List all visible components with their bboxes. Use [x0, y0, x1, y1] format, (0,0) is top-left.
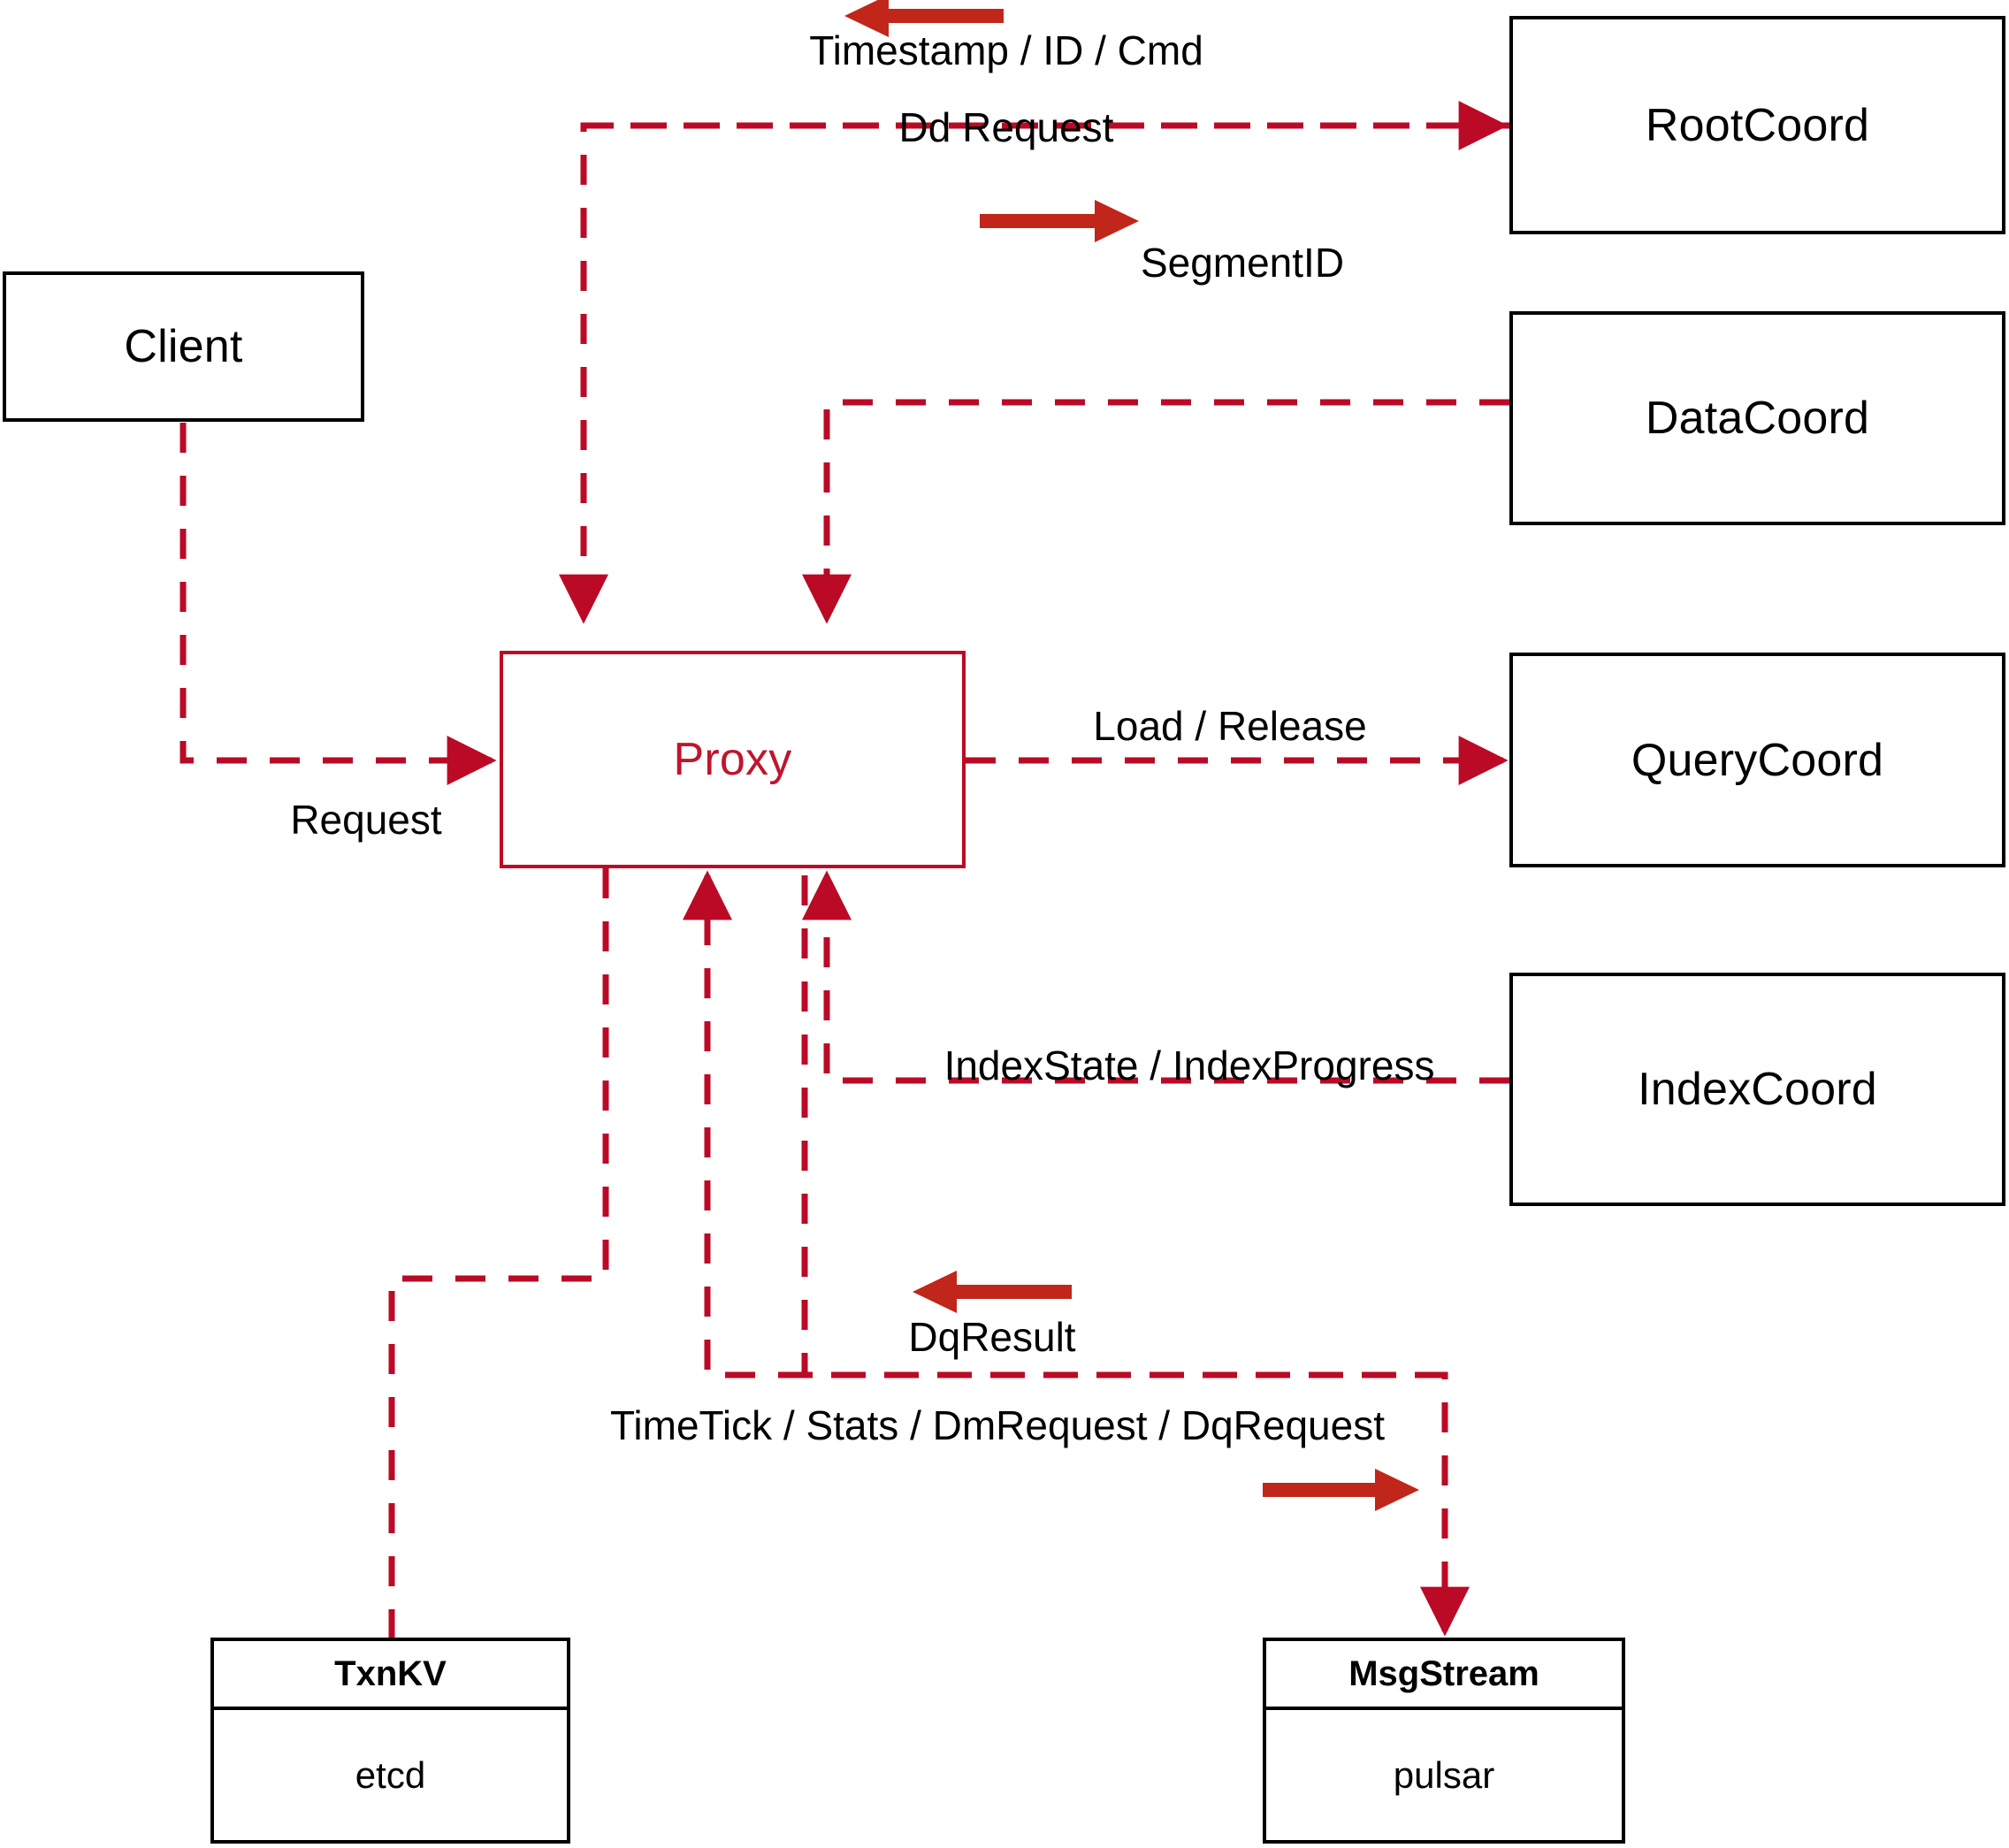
node-query-coord-label: QueryCoord: [1631, 734, 1884, 786]
store-txnkv-title: TxnKV: [214, 1641, 567, 1710]
store-msgstream[interactable]: MsgStream pulsar: [1263, 1638, 1625, 1844]
node-index-coord-label: IndexCoord: [1638, 1064, 1877, 1115]
edge-proxy-txnkv: [388, 868, 609, 1638]
node-root-coord[interactable]: RootCoord: [1509, 16, 2005, 234]
edge-timestamp-id-cmd: [559, 122, 1509, 624]
store-msgstream-title: MsgStream: [1266, 1641, 1622, 1710]
arrow-indicator-dq-result: [913, 1271, 1072, 1313]
node-data-coord[interactable]: DataCoord: [1509, 311, 2005, 525]
edge-timetick-stats: [801, 875, 1470, 1637]
node-data-coord-label: DataCoord: [1645, 393, 1870, 444]
edge-label-dq-result: DqResult: [908, 1314, 1076, 1360]
arrow-indicator-timestamp: [844, 0, 1004, 37]
store-txnkv[interactable]: TxnKV etcd: [210, 1638, 570, 1844]
node-client-label: Client: [124, 321, 243, 372]
node-query-coord[interactable]: QueryCoord: [1509, 653, 2005, 867]
arrow-indicator-dd-request: [980, 200, 1139, 242]
node-proxy-label: Proxy: [673, 734, 792, 785]
edge-label-timestamp-id-cmd: Timestamp / ID / Cmd: [809, 27, 1203, 73]
edge-label-request: Request: [290, 797, 442, 843]
node-root-coord-label: RootCoord: [1645, 99, 1870, 151]
edge-label-dd-request: Dd Request: [898, 104, 1114, 150]
node-index-coord[interactable]: IndexCoord: [1509, 973, 2005, 1206]
edge-dq-result: [683, 870, 1445, 1378]
edge-label-index-state-progress: IndexState / IndexProgress: [943, 1042, 1435, 1088]
store-msgstream-impl: pulsar: [1393, 1753, 1495, 1796]
direction-indicators: [844, 0, 1419, 1511]
edge-index-state-progress: [802, 870, 1509, 1084]
edge-label-timetick-stats: TimeTick / Stats / DmRequest / DqRequest: [610, 1402, 1385, 1448]
edge-label-load-release: Load / Release: [1093, 703, 1367, 749]
node-proxy[interactable]: Proxy: [500, 651, 966, 868]
arrow-indicator-timetick: [1263, 1469, 1419, 1511]
edge-segment-id: [802, 399, 1509, 624]
store-txnkv-impl: etcd: [355, 1753, 426, 1796]
edge-label-segment-id: SegmentID: [1140, 240, 1345, 286]
edge-request: [180, 423, 497, 785]
node-client[interactable]: Client: [3, 271, 364, 422]
